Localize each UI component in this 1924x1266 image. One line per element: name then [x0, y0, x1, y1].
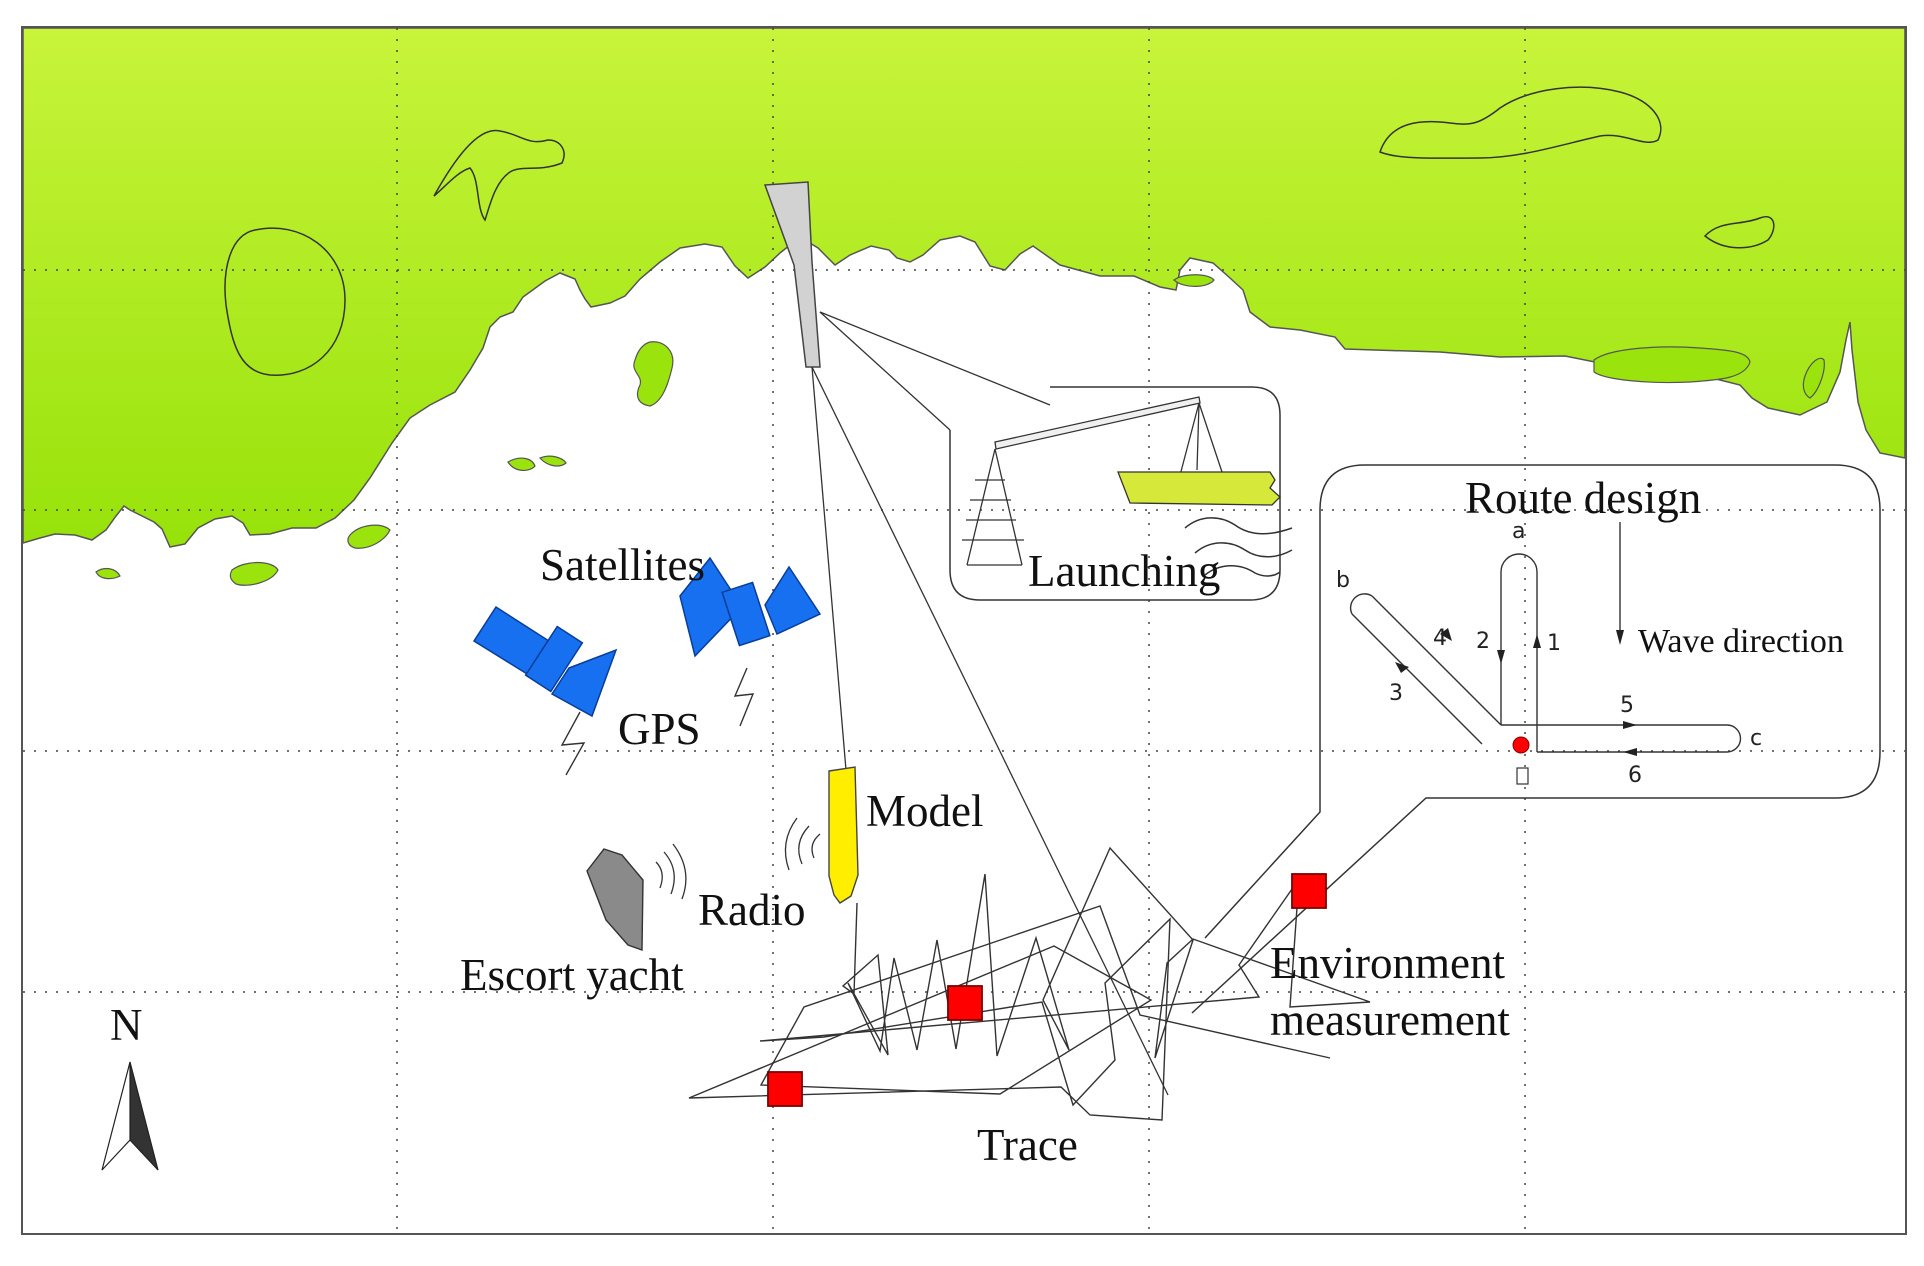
route-marker-a: a [1512, 519, 1525, 544]
route-leg-3: 3 [1389, 681, 1403, 706]
wave-direction-arrowhead [1616, 630, 1624, 645]
escort-yacht-label: Escort yacht [460, 950, 684, 1000]
measurement-station-3 [767, 1071, 803, 1107]
route-design-title: Route design [1465, 473, 1701, 523]
satellite-right [679, 556, 822, 658]
launching-label: Launching [1028, 546, 1220, 596]
water-waves [1184, 517, 1293, 577]
lake-curved [433, 129, 565, 222]
north-label: N [110, 1000, 143, 1050]
gps-label: GPS [618, 704, 701, 754]
route-leg-4: 4 [1433, 626, 1447, 651]
ship-model [828, 766, 859, 904]
pier-callout-lines [811, 311, 1169, 1096]
route-leg-1: 1 [1547, 631, 1561, 656]
island-4 [1802, 357, 1825, 399]
island-6 [538, 455, 567, 467]
gps-signal-icons [560, 667, 755, 776]
launching-callout [949, 386, 1281, 601]
measurement-station-2 [947, 985, 983, 1021]
satellites-label: Satellites [540, 540, 705, 590]
yacht-radio-waves-icon [655, 843, 687, 900]
route-marker-b: b [1336, 568, 1350, 593]
trace-label: Trace [977, 1120, 1078, 1170]
route-marker-c: c [1750, 726, 1762, 751]
lake-west [224, 227, 346, 376]
island-3 [1593, 346, 1751, 384]
north-arrow-icon [101, 1061, 159, 1171]
route-arrows [1395, 628, 1637, 756]
island-5 [507, 457, 536, 471]
model-label: Model [866, 786, 984, 836]
environment-label-line1: Environment [1270, 938, 1505, 988]
island-9 [95, 567, 121, 580]
island-1 [633, 341, 674, 407]
satellite-left [472, 605, 618, 718]
lake-east-small [1703, 215, 1775, 249]
island-7 [347, 524, 391, 549]
pier [763, 181, 821, 368]
escort-yacht [586, 848, 644, 951]
route-start-point [1512, 736, 1530, 754]
island-8 [229, 561, 279, 586]
trace-path [688, 846, 1371, 1121]
route-origin-marker [1516, 767, 1529, 785]
route-leg-6: 6 [1628, 763, 1642, 788]
route-leg-5: 5 [1620, 693, 1634, 718]
model-radio-waves-icon [784, 817, 821, 871]
environment-label-line2: measurement [1270, 995, 1510, 1045]
measurement-stations [767, 873, 1327, 1107]
launch-boat [1117, 471, 1281, 506]
radio-label: Radio [698, 885, 806, 935]
island-2 [1173, 274, 1215, 287]
route-design-callout [1191, 464, 1881, 1014]
lake-east-long [1379, 86, 1662, 159]
measurement-station-1 [1291, 873, 1327, 909]
route-leg-2: 2 [1476, 629, 1490, 654]
wave-direction-label: Wave direction [1638, 623, 1844, 660]
